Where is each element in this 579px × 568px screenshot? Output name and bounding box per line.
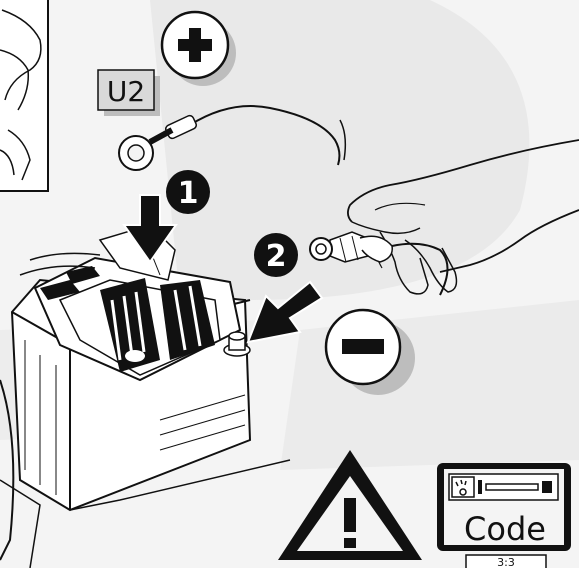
battery [0,258,290,568]
inset-detail-image [0,0,48,191]
radio-code-icon: Code [437,463,571,551]
step-1-label: 1 [178,176,199,211]
cable-tag: U2 [98,70,160,116]
page-indicator-label: 3:3 [497,556,515,568]
page-indicator: 3:3 [466,555,546,568]
cable-tag-label: U2 [107,75,145,108]
code-label: Code [464,510,546,548]
step-2-label: 2 [266,239,287,274]
